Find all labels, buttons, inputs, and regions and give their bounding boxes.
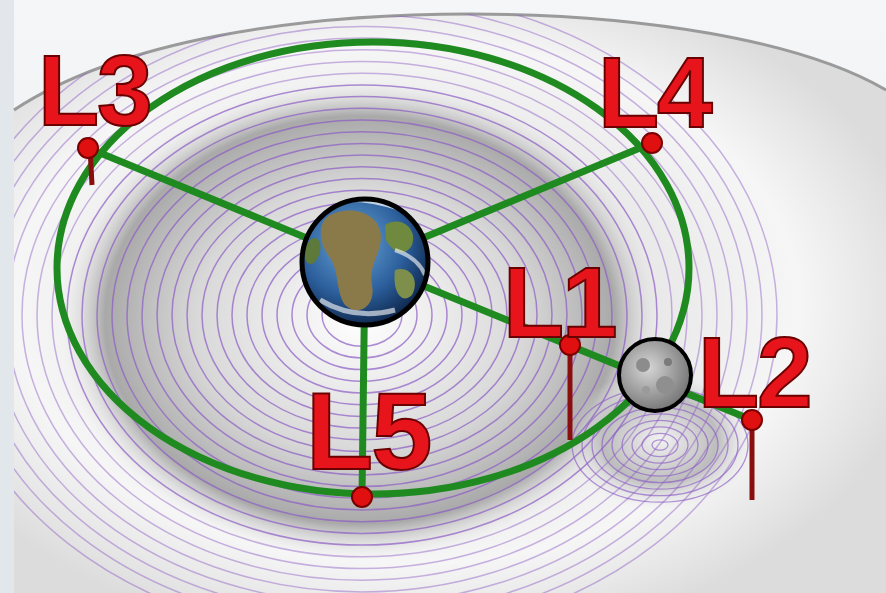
contour-line [632,427,688,463]
spoke-line [365,143,652,262]
point-stems [90,148,752,500]
contour-line [612,414,708,476]
orbit-spokes [88,143,752,497]
earth-well [60,80,660,560]
point-label: L4 [598,42,711,142]
contour-line [67,85,657,545]
contour-line [7,38,717,592]
potential-surface [14,14,886,593]
point-label: L2 [698,322,811,422]
lagrange-points [78,133,762,507]
contour-line [0,0,777,593]
contour-line [642,433,678,456]
contour-line [622,420,698,469]
contour-line [52,73,672,557]
orbit-ellipse [57,42,689,494]
earth-globe [302,199,428,325]
point-dot [78,138,98,158]
contour-line [652,440,668,450]
moon-globe [619,339,691,411]
contour-line [0,15,747,593]
contour-line [82,97,642,534]
stem-line [568,345,573,440]
contour-line [0,3,762,593]
point-label: L5 [306,376,430,486]
contour-lines [0,0,777,593]
side-border [0,0,14,593]
point-label: L3 [38,40,151,140]
point-dot [352,487,372,507]
contour-line [0,26,732,593]
stem-line [750,420,755,500]
point-label: L1 [503,252,616,352]
